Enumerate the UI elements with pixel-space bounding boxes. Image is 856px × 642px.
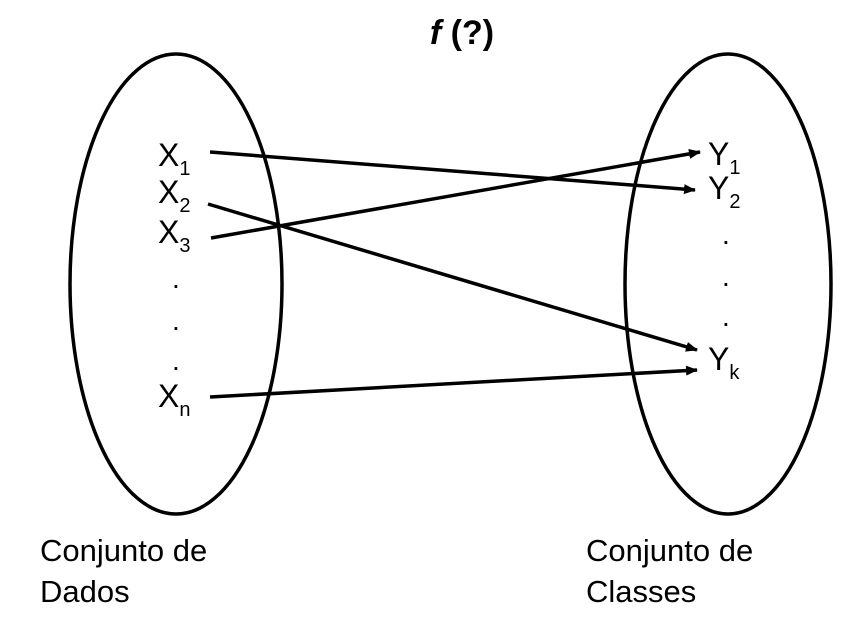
- domain-item-x3: X3: [158, 214, 190, 257]
- domain-caption-line1: Conjunto de: [40, 533, 208, 568]
- codomain-ellipsis-dot: .: [722, 219, 730, 250]
- domain-ellipsis-dot: .: [172, 345, 180, 376]
- domain-ellipsis-dot: .: [172, 305, 180, 336]
- title-function: f: [430, 14, 445, 52]
- arrow-x2-to-yk: [207, 202, 698, 352]
- arrow-x3-to-y1: [210, 148, 701, 240]
- arrow-xn-to-yk: [209, 365, 698, 399]
- domain-set-caption: Conjunto de Dados: [40, 530, 207, 612]
- codomain-set-ellipse: [623, 52, 833, 516]
- codomain-ellipsis-dot: .: [722, 261, 730, 292]
- arrow-x1-to-y2: [209, 150, 696, 195]
- domain-caption-line2: Dados: [40, 574, 130, 609]
- diagram-title: f (?): [430, 14, 494, 52]
- domain-set-ellipse: [68, 52, 284, 516]
- title-rest: (?): [441, 14, 494, 52]
- codomain-item-y2: Y2: [708, 170, 740, 213]
- codomain-ellipsis-dot: .: [722, 301, 730, 332]
- codomain-caption-line1: Conjunto de: [586, 533, 754, 568]
- domain-ellipsis-dot: .: [172, 263, 180, 294]
- domain-item-x2: X2: [158, 174, 190, 217]
- codomain-caption-line2: Classes: [586, 574, 697, 609]
- domain-item-xn: Xn: [158, 378, 190, 421]
- codomain-set-caption: Conjunto de Classes: [586, 530, 753, 612]
- codomain-item-yk: Yk: [708, 341, 740, 384]
- domain-item-x1: X1: [158, 137, 190, 180]
- codomain-item-y1: Y1: [708, 136, 740, 179]
